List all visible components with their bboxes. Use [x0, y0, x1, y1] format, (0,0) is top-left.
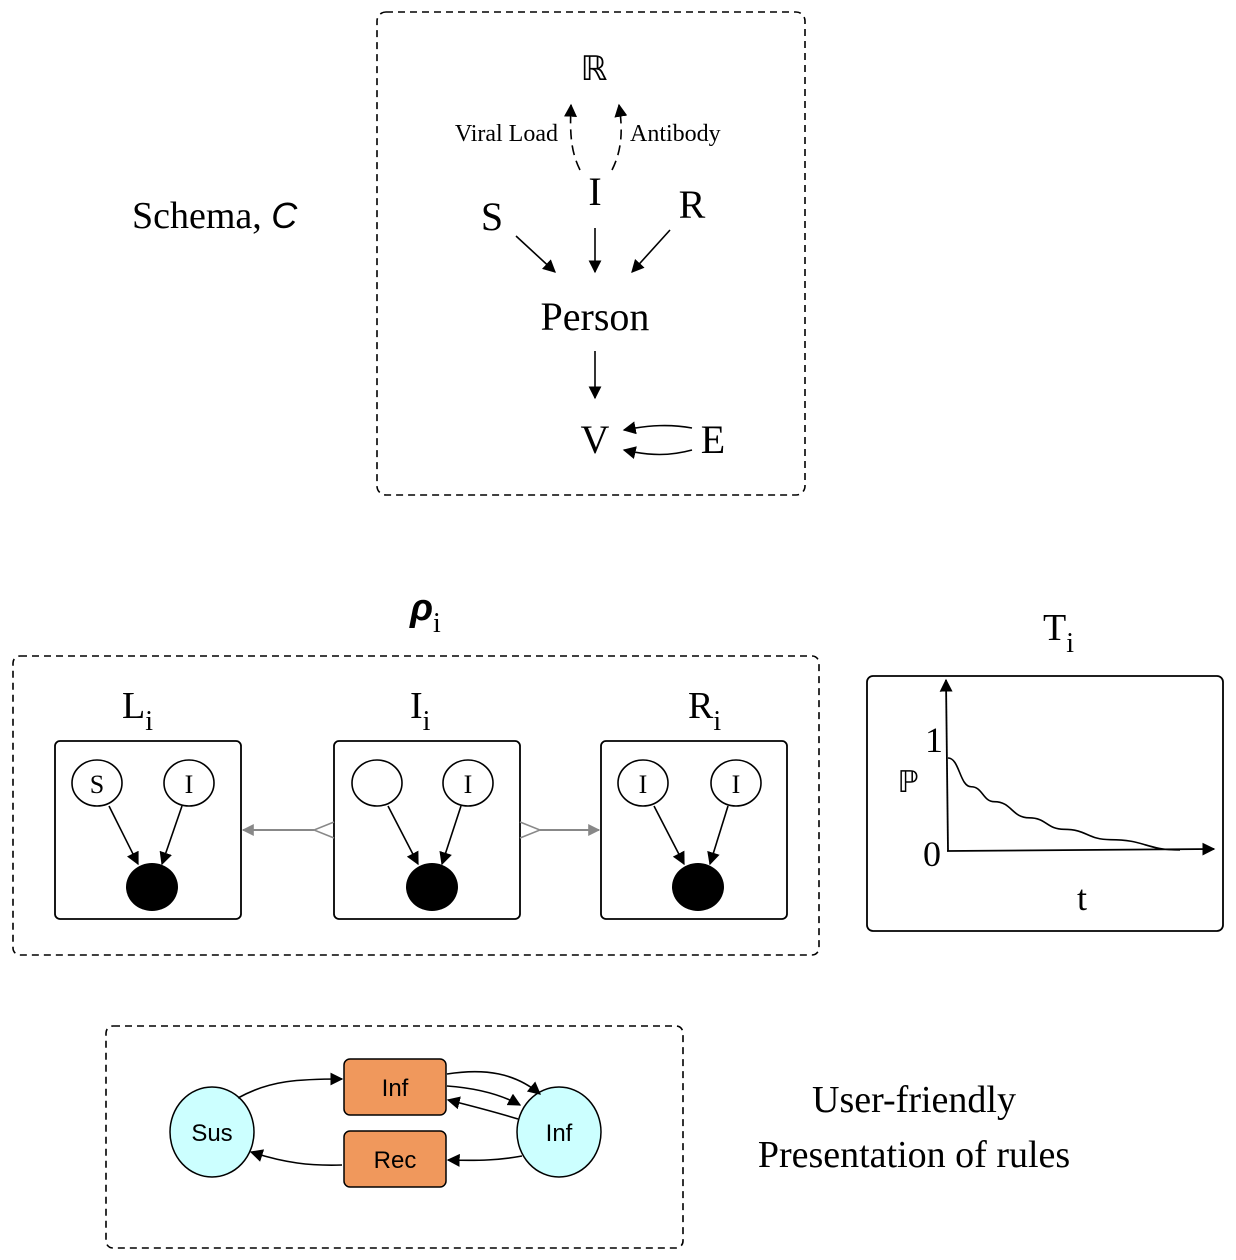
rule-node-inf — [343, 1058, 447, 1116]
edge-empty-to-target — [387, 805, 419, 866]
edge-inf-to-inf-rule — [446, 1096, 519, 1120]
caption-line-2: Presentation of rules — [758, 1134, 1070, 1176]
timer-title: Ti — [1043, 607, 1074, 659]
morphism-i-to-l — [241, 821, 335, 839]
rule-box — [12, 655, 820, 956]
rule-node-inf-label: Inf — [382, 1075, 409, 1102]
target-node — [406, 863, 458, 911]
timer-box — [866, 675, 1224, 932]
node-i-label: I — [185, 770, 194, 799]
friendly-section: Sus Inf Inf Rec User-friendly Presentati… — [105, 1025, 1070, 1249]
schema-section: Schema, C ℝ Viral Load Antibody I S R Pe… — [132, 11, 806, 496]
edge-e-v-tgt — [622, 446, 693, 459]
rule-section: ρi Li S I Ii I Ri — [12, 587, 820, 956]
target-node — [126, 863, 178, 911]
edge-antibody — [611, 103, 628, 171]
state-node-inf-label: Inf — [546, 1120, 573, 1147]
panel-left: Li S I — [54, 685, 242, 920]
node-i-a-label: I — [639, 770, 648, 799]
panel-right: Ri I I — [600, 685, 788, 920]
edge-e-v-src — [622, 421, 693, 435]
node-i — [163, 759, 215, 807]
schema-node-s: S — [481, 194, 503, 239]
friendly-box — [105, 1025, 684, 1249]
edge-i-to-target — [159, 805, 183, 866]
y-tick-top: 1 — [925, 720, 943, 760]
target-node — [672, 863, 724, 911]
caption-line-1: User-friendly — [812, 1079, 1016, 1121]
schema-node-person: Person — [541, 294, 650, 339]
node-i — [442, 759, 494, 807]
rule-node-rec — [343, 1130, 447, 1188]
schema-node-v: V — [581, 417, 610, 462]
edge-sus-to-inf-rule — [237, 1072, 344, 1099]
morphism-i-to-r — [519, 821, 601, 839]
node-i-label: I — [464, 770, 473, 799]
edge-ia-to-target — [653, 805, 685, 866]
edge-s-person — [515, 235, 556, 273]
state-node-inf — [516, 1086, 602, 1178]
tail-icon — [311, 821, 335, 839]
edge-r-person — [631, 229, 671, 273]
y-axis — [939, 678, 953, 852]
edge-i-to-target — [439, 805, 462, 866]
panel-interface-label: Ii — [410, 685, 431, 737]
node-empty — [351, 759, 403, 807]
edge-label-viral-load: Viral Load — [455, 121, 558, 147]
edge-rec-rule-to-sus — [249, 1149, 343, 1166]
state-node-sus — [169, 1086, 255, 1178]
tail-icon — [519, 821, 543, 839]
node-s — [71, 759, 123, 807]
panel-left-label: Li — [122, 685, 153, 737]
schema-node-i: I — [588, 169, 601, 214]
rule-title: ρi — [409, 587, 441, 639]
y-tick-bottom: 0 — [923, 834, 941, 874]
timer-section: Ti 1 0 ℙ t — [866, 607, 1224, 932]
schema-label: Schema, C — [132, 195, 298, 237]
edge-inf-to-rec-rule — [446, 1153, 523, 1167]
panel-right-label: Ri — [688, 685, 721, 737]
x-axis-label: t — [1077, 878, 1087, 918]
edge-viral-load — [564, 103, 581, 171]
rule-node-rec-label: Rec — [374, 1147, 417, 1174]
state-node-sus-label: Sus — [191, 1120, 232, 1147]
node-i-a — [617, 759, 669, 807]
node-i-b — [710, 759, 762, 807]
schema-box — [376, 11, 806, 496]
schema-node-reals: ℝ — [581, 49, 608, 89]
edge-inf-rule-to-inf-a — [446, 1070, 541, 1095]
edge-label-antibody: Antibody — [630, 121, 721, 147]
y-axis-label: ℙ — [897, 765, 918, 800]
edge-s-to-target — [108, 805, 139, 866]
schema-node-e: E — [701, 417, 725, 462]
edge-inf-rule-to-inf-b — [446, 1085, 522, 1106]
schema-node-r: R — [679, 182, 706, 227]
decay-curve — [947, 757, 1181, 851]
node-s-label: S — [90, 770, 104, 799]
panel-interface: Ii I — [333, 685, 521, 920]
edge-ib-to-target — [707, 805, 729, 866]
node-i-b-label: I — [732, 770, 741, 799]
